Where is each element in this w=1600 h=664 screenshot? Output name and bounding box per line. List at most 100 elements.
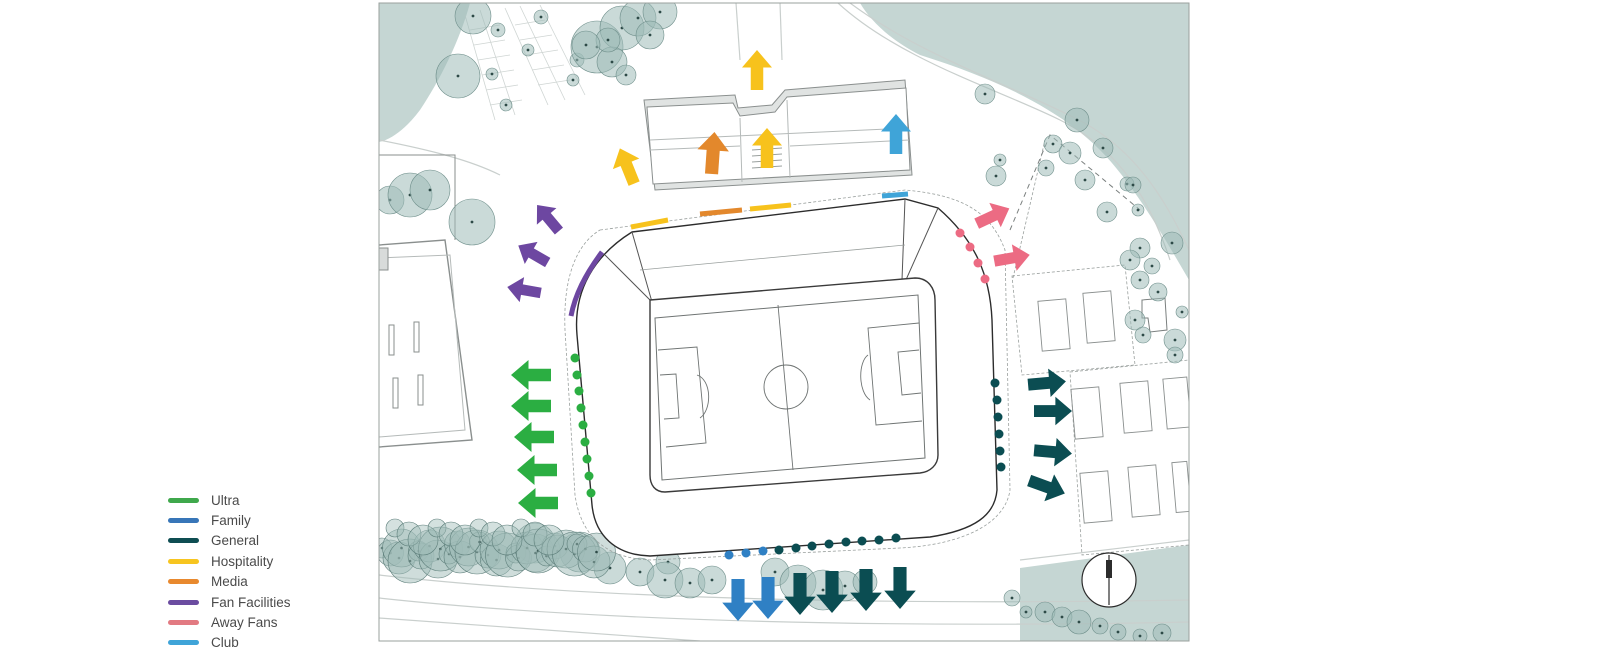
- tree-center: [658, 10, 662, 14]
- tree-center: [994, 174, 998, 178]
- tree-center: [1180, 310, 1184, 314]
- legend-label: Ultra: [211, 492, 240, 508]
- arrow-icon: [511, 360, 551, 390]
- tree-center: [1060, 615, 1064, 619]
- gate-dot: [582, 454, 592, 464]
- legend-item-media: Media: [168, 572, 368, 592]
- gate-dot: [973, 258, 983, 268]
- tree-center: [648, 33, 652, 37]
- arrow-icon: [518, 241, 551, 268]
- tree-center: [428, 188, 432, 192]
- legend-item-family: Family: [168, 510, 368, 530]
- arrow-icon: [518, 488, 558, 518]
- site-map: [379, 3, 1189, 641]
- arrow-icon: [752, 128, 782, 168]
- gate-dot: [574, 386, 584, 396]
- gate-dot: [758, 546, 768, 556]
- tree-center: [1083, 178, 1087, 182]
- gate-dot: [584, 471, 594, 481]
- gate-dot: [990, 378, 1000, 388]
- legend-item-away-fans: Away Fans: [168, 612, 368, 632]
- tree-center: [983, 92, 987, 96]
- tree-center: [1141, 333, 1145, 337]
- arrow-icon: [517, 455, 557, 485]
- tree-center: [1156, 290, 1160, 294]
- legend-swatch: [168, 497, 199, 503]
- arrow-icon: [507, 277, 542, 303]
- gate-dot: [724, 550, 734, 560]
- tree-center: [595, 550, 598, 554]
- tree-center: [1051, 142, 1055, 146]
- arrow-icon: [1034, 396, 1072, 426]
- stadium: [564, 189, 1011, 561]
- gate-dot: [572, 370, 582, 380]
- trees: [379, 3, 1189, 641]
- legend-label: Media: [211, 574, 248, 590]
- legend-swatch: [168, 558, 199, 564]
- gate-dot: [841, 537, 851, 547]
- tree-center: [710, 578, 714, 582]
- tree-center: [1173, 353, 1177, 357]
- tree-center: [1043, 610, 1047, 614]
- arrow-icon: [784, 573, 816, 615]
- gate-dot: [791, 543, 801, 553]
- tree: [491, 524, 523, 556]
- legend: Ultra Family General Hospitality Media F…: [168, 490, 368, 653]
- tree-center: [843, 584, 847, 588]
- center-circle: [763, 364, 809, 410]
- gate-dot: [965, 242, 975, 252]
- arrow-icon: [881, 114, 911, 154]
- penalty-box-west: [657, 346, 707, 448]
- gate-dot: [580, 437, 590, 447]
- arrow-icon: [884, 567, 916, 609]
- tree-center: [1170, 241, 1174, 245]
- tree-center: [1105, 210, 1109, 214]
- gate-bars: [568, 191, 909, 317]
- gate-dot: [857, 536, 867, 546]
- pitch-field: [654, 294, 926, 481]
- tree-center: [773, 570, 777, 574]
- tree-center: [688, 581, 692, 585]
- boundary-line: [1009, 134, 1141, 231]
- tree: [454, 3, 492, 35]
- tree-center: [1077, 620, 1081, 624]
- hospitality-gate-bar: [749, 202, 792, 212]
- entry-arrows: [507, 50, 1072, 621]
- tree: [449, 524, 481, 556]
- legend-swatch: [168, 579, 199, 585]
- tree-center: [1024, 610, 1028, 614]
- fan-facilities-gate-bar: [568, 250, 605, 317]
- legend-item-fan-facilities: Fan Facilities: [168, 592, 368, 612]
- tree-center: [638, 570, 642, 574]
- arrow-icon: [722, 579, 754, 621]
- gate-dot: [570, 353, 580, 363]
- tree: [385, 518, 405, 538]
- tree-center: [663, 578, 667, 582]
- tree-center: [1101, 146, 1105, 150]
- map-frame: [378, 2, 1190, 642]
- legend-label: Fan Facilities: [211, 594, 291, 610]
- tree-center: [1138, 246, 1142, 250]
- gate-dots: [570, 228, 1006, 560]
- legend-label: General: [211, 533, 260, 549]
- tree-center: [1150, 264, 1154, 268]
- arrow-icon: [536, 204, 563, 235]
- tree-center: [471, 14, 475, 18]
- tree-center: [496, 28, 500, 32]
- tree: [533, 524, 565, 556]
- gate-dot: [576, 403, 586, 413]
- legend-swatch: [168, 640, 199, 646]
- tree-center: [998, 158, 1002, 162]
- tree-center: [1138, 278, 1142, 282]
- tree-center: [584, 43, 588, 47]
- gate-dot: [586, 488, 596, 498]
- tree: [511, 518, 531, 538]
- tree-center: [470, 220, 474, 224]
- arrow-icon: [514, 422, 554, 452]
- tree-center: [1098, 624, 1102, 628]
- tree-center: [1138, 634, 1142, 638]
- tree: [427, 518, 447, 538]
- tree-center: [1010, 596, 1014, 600]
- arrow-icon: [697, 132, 729, 175]
